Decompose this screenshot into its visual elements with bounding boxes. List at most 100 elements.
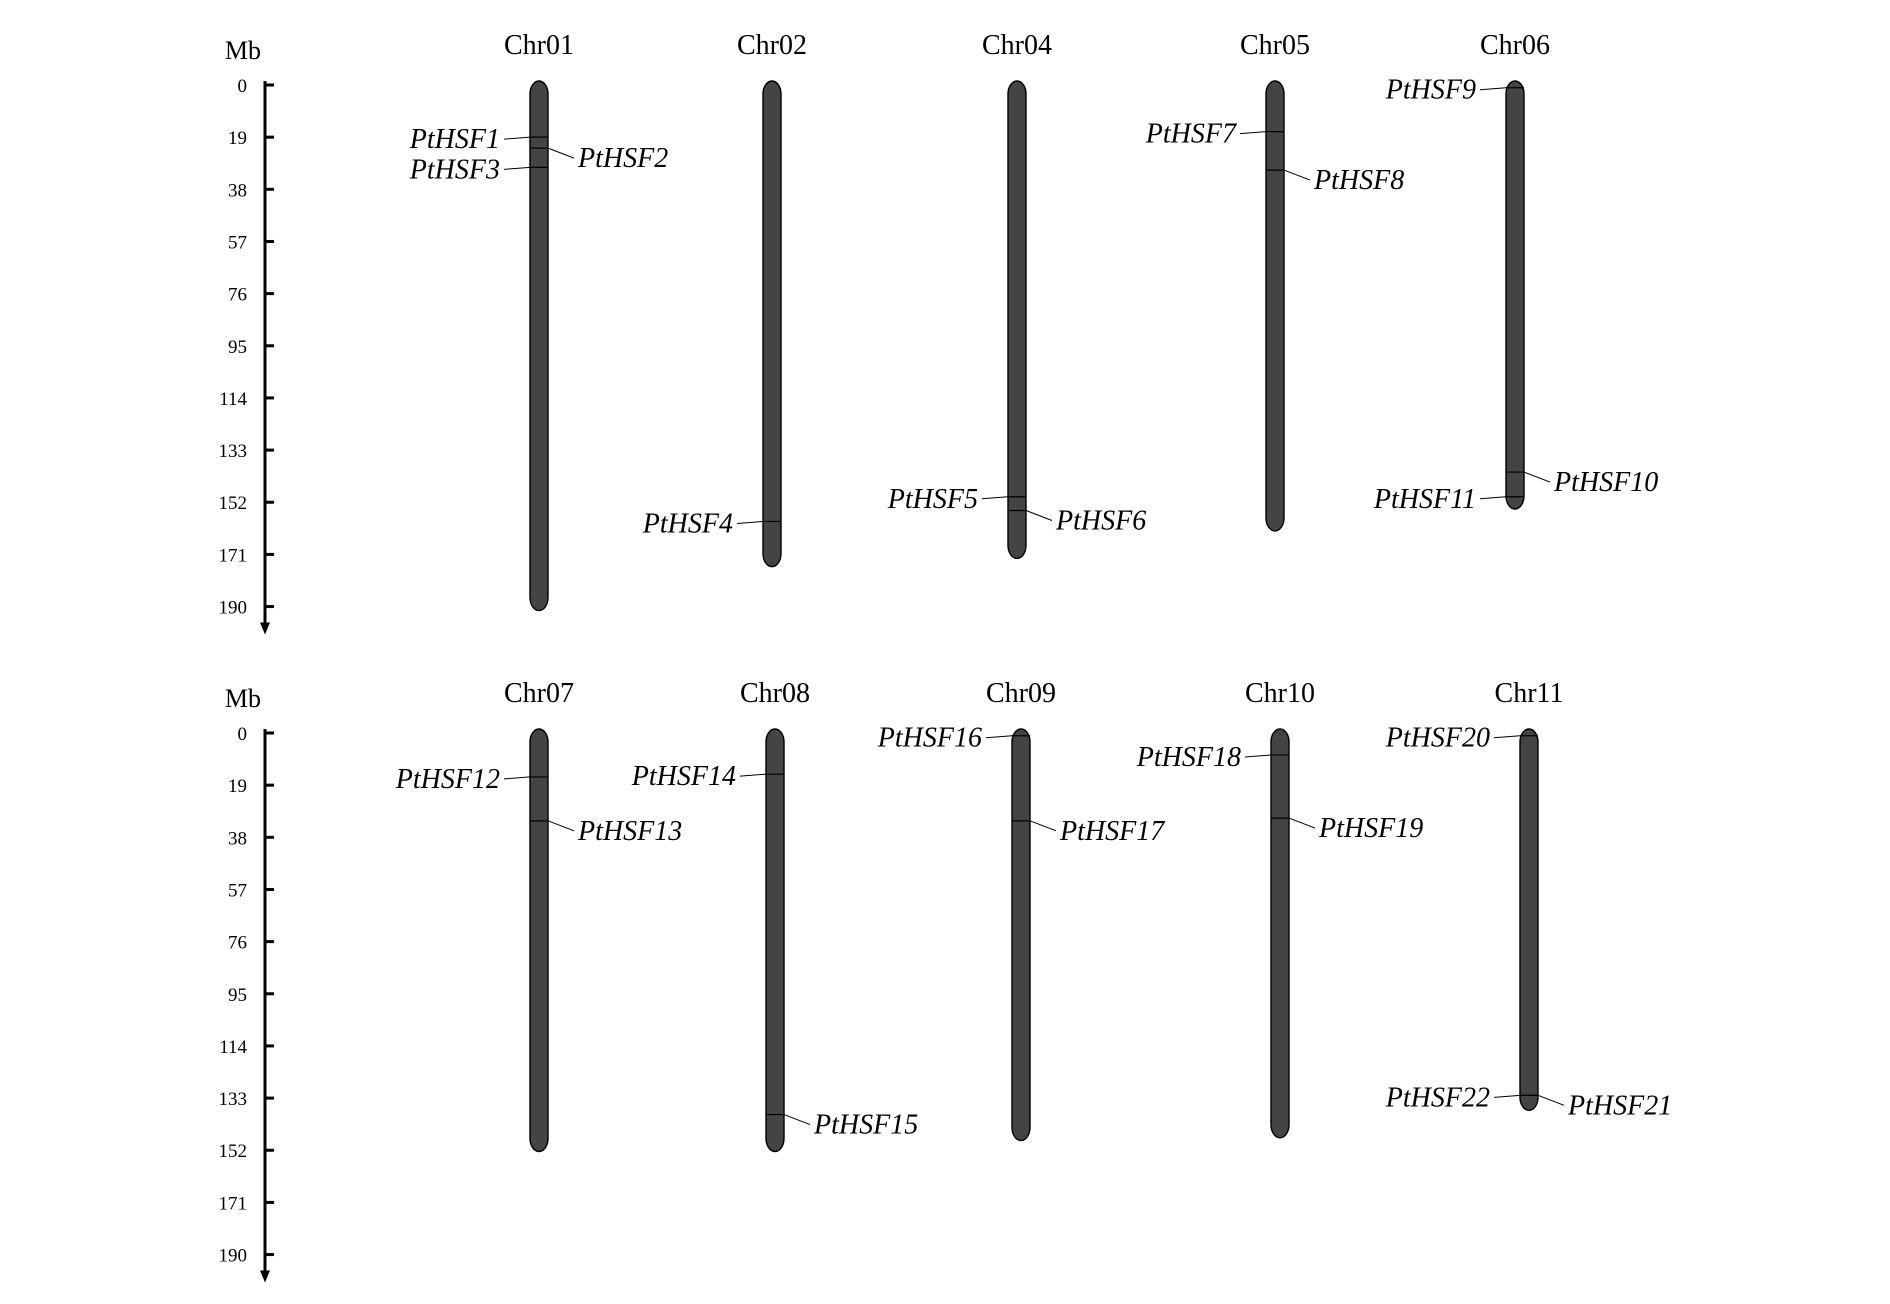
- axis-unit-label: Mb: [225, 36, 261, 65]
- gene-label: PtHSF10: [1553, 467, 1658, 498]
- gene-marker: PtHSF5: [887, 484, 1026, 515]
- chromosome-label: Chr06: [1480, 30, 1550, 61]
- chromosome-label: Chr02: [737, 30, 807, 61]
- gene-label: PtHSF5: [887, 484, 978, 515]
- chromosome-bar: [1007, 80, 1027, 560]
- gene-marker: PtHSF2: [530, 143, 668, 174]
- gene-label: PtHSF15: [813, 1110, 918, 1141]
- chromosome-label: Chr10: [1245, 678, 1315, 709]
- gene-label: PtHSF22: [1385, 1082, 1490, 1113]
- axis-tick-label: 114: [219, 1037, 247, 1058]
- gene-leader-line: [1025, 510, 1053, 521]
- chromosome-label: Chr08: [740, 678, 810, 709]
- axis-tick-label: 133: [219, 1089, 248, 1110]
- gene-marker: PtHSF1: [409, 124, 548, 155]
- gene-marker: PtHSF22: [1385, 1082, 1538, 1113]
- gene-marker: PtHSF15: [766, 1110, 918, 1141]
- chromosome-bar: [1265, 80, 1285, 532]
- gene-label: PtHSF1: [409, 124, 500, 155]
- gene-marker: PtHSF9: [1385, 75, 1524, 106]
- gene-label: PtHSF16: [877, 723, 982, 754]
- chromosome-bar: [1519, 728, 1539, 1112]
- chromosome-bar: [762, 80, 782, 568]
- gene-leader-line: [547, 820, 575, 832]
- gene-label: PtHSF9: [1385, 75, 1476, 106]
- gene-label: PtHSF8: [1313, 165, 1404, 196]
- gene-label: PtHSF4: [642, 508, 733, 539]
- chromosome-bar: [765, 728, 785, 1153]
- gene-label: PtHSF11: [1373, 484, 1476, 515]
- axis-tick-label: 76: [228, 285, 247, 306]
- chromosome-label: Chr09: [986, 678, 1056, 709]
- chromosome-bar: [1011, 728, 1031, 1142]
- gene-label: PtHSF14: [631, 761, 736, 792]
- gene-label: PtHSF18: [1136, 742, 1241, 773]
- gene-leader-line: [1479, 87, 1507, 91]
- chromosome-bar: [529, 728, 549, 1153]
- gene-marker: PtHSF13: [530, 816, 682, 847]
- gene-label: PtHSF13: [577, 816, 682, 847]
- axis-tick-label: 152: [219, 493, 248, 514]
- chromosome-label: Chr04: [982, 30, 1052, 61]
- gene-marker: PtHSF19: [1271, 813, 1423, 844]
- gene-label: PtHSF17: [1059, 816, 1165, 847]
- panel-2: Mb01938577695114133152171190Chr07PtHSF12…: [219, 678, 1672, 1283]
- gene-leader-line: [503, 136, 531, 140]
- panel-1: Mb01938577695114133152171190Chr01PtHSF1P…: [219, 30, 1658, 635]
- gene-leader-line: [736, 520, 764, 524]
- axis-tick-label: 0: [238, 724, 248, 745]
- gene-marker: PtHSF18: [1136, 742, 1289, 773]
- gene-marker: PtHSF4: [642, 508, 781, 539]
- gene-leader-line: [547, 147, 575, 159]
- gene-label: PtHSF20: [1385, 723, 1490, 754]
- axis-tick-label: 57: [228, 232, 247, 253]
- axis-unit-label: Mb: [225, 684, 261, 713]
- chromosome-label: Chr01: [504, 30, 574, 61]
- gene-leader-line: [739, 773, 767, 777]
- gene-marker: PtHSF11: [1373, 484, 1524, 515]
- axis-tick-label: 38: [228, 828, 247, 849]
- gene-leader-line: [1523, 471, 1551, 483]
- gene-marker: PtHSF16: [877, 723, 1030, 754]
- axis-tick-label: 190: [219, 598, 248, 619]
- gene-leader-line: [1288, 817, 1316, 829]
- axis-arrow-icon: [260, 622, 270, 635]
- chromosome-bar: [1270, 728, 1290, 1139]
- chromosome-label: Chr11: [1495, 678, 1564, 709]
- gene-leader-line: [503, 776, 531, 780]
- gene-leader-line: [1244, 754, 1272, 758]
- axis-tick-label: 76: [228, 933, 247, 954]
- gene-marker: PtHSF14: [631, 761, 784, 792]
- gene-marker: PtHSF21: [1520, 1090, 1672, 1121]
- axis-tick-label: 0: [238, 76, 248, 97]
- axis-tick-label: 19: [228, 776, 247, 797]
- axis-tick-label: 114: [219, 389, 247, 410]
- axis-tick-label: 171: [219, 545, 248, 566]
- gene-leader-line: [503, 166, 531, 170]
- axis-tick-label: 190: [219, 1246, 248, 1267]
- axis-tick-label: 57: [228, 880, 247, 901]
- gene-leader-line: [783, 1114, 811, 1126]
- axis-arrow-icon: [260, 1270, 270, 1283]
- gene-label: PtHSF12: [395, 764, 500, 795]
- axis-tick-label: 95: [228, 337, 247, 358]
- gene-leader-line: [981, 496, 1009, 500]
- gene-marker: PtHSF20: [1385, 723, 1538, 754]
- gene-leader-line: [1029, 820, 1057, 832]
- gene-marker: PtHSF10: [1506, 467, 1658, 498]
- gene-marker: PtHSF3: [409, 154, 548, 185]
- gene-label: PtHSF21: [1567, 1090, 1672, 1121]
- axis-tick-label: 95: [228, 985, 247, 1006]
